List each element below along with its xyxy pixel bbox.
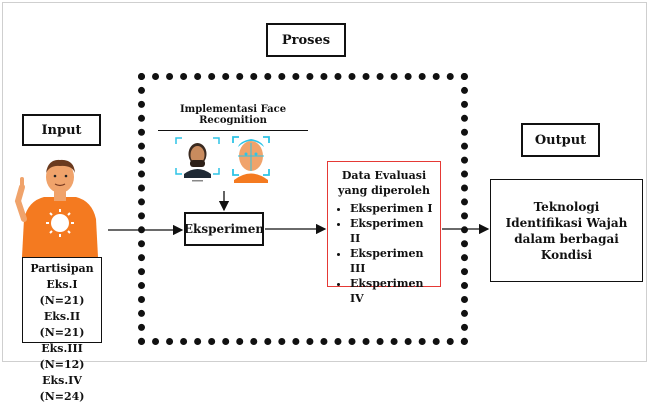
evaluation-item: Eksperimen IV — [350, 276, 434, 306]
evaluation-item: Eksperimen II — [350, 216, 434, 246]
output-label-text: Output — [534, 132, 587, 148]
evaluation-list: Eksperimen I Eksperimen II Eksperimen II… — [334, 201, 434, 306]
input-label-text: Input — [41, 122, 82, 138]
output-result-text: Teknologi Identifikasi Wajah dalam berba… — [505, 199, 628, 262]
person-illustration — [14, 159, 98, 257]
evaluation-item: Eksperimen I — [350, 201, 434, 216]
implementation-title: Implementasi Face Recognition — [158, 104, 308, 131]
participant-group: Eks.I (N=21) — [39, 278, 85, 307]
face-recognition-icon — [232, 136, 270, 183]
participants-title: Partisipan — [30, 262, 94, 275]
participant-group: Eks.IV (N=24) — [39, 374, 85, 403]
face-scan-icon — [175, 137, 220, 182]
input-label: Input — [22, 114, 101, 146]
proses-label-text: Proses — [281, 32, 331, 48]
output-result-box: Teknologi Identifikasi Wajah dalam berba… — [490, 179, 643, 282]
proses-label: Proses — [266, 23, 346, 57]
connector-arrows — [108, 191, 490, 236]
evaluation-item: Eksperimen III — [350, 246, 434, 276]
eksperimen-box: Eksperimen — [184, 212, 264, 246]
participant-group: Eks.II (N=21) — [39, 310, 85, 339]
output-label: Output — [521, 123, 600, 157]
evaluation-title: Data Evaluasi yang diperoleh — [338, 169, 430, 197]
diagram-frame — [2, 2, 647, 362]
eksperimen-label: Eksperimen — [183, 222, 265, 236]
process-region — [138, 73, 468, 345]
evaluation-box: Data Evaluasi yang diperoleh Eksperimen … — [327, 161, 441, 305]
